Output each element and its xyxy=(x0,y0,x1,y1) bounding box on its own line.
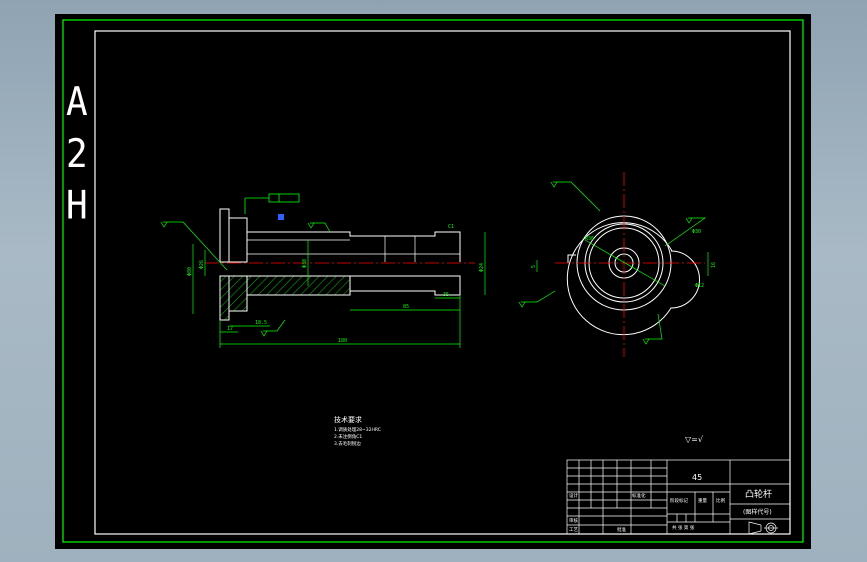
shaft-lower-outline xyxy=(349,275,461,296)
side-roughness-leader-4 xyxy=(645,313,663,340)
label-scale: 比例 xyxy=(716,497,725,504)
dim-mid-dia: Φ30 xyxy=(302,259,308,268)
technical-notes: 技术要求 1.调质处理28~32HRC 2.未注倒角C1 3.去毛刺锐边 xyxy=(334,415,381,447)
label-stage-mark: 阶段标记 xyxy=(670,497,688,504)
sheet-size-label: A 2 H xyxy=(66,79,88,228)
label-designer: 设计 xyxy=(569,492,578,499)
title-block xyxy=(566,459,791,535)
label-standardization: 标准化 xyxy=(632,492,646,499)
shaft-upper-outline xyxy=(247,231,461,262)
dim-right-dia: Φ24 xyxy=(479,263,485,272)
side-roughness-symbol-2 xyxy=(685,217,693,224)
notes-line-1: 1.调质处理28~32HRC xyxy=(334,426,381,433)
part-name: 凸轮杆 xyxy=(745,488,772,500)
cam-keyway xyxy=(567,254,576,263)
side-leader-dia xyxy=(664,217,707,247)
cam-profile xyxy=(566,222,700,336)
side-dim-bore-line xyxy=(584,239,666,287)
hub-lower-section xyxy=(228,275,248,312)
sheet-size-char-1: A xyxy=(66,79,88,125)
side-dia-bore: Φ12 xyxy=(695,283,704,289)
roughness-symbol-3 xyxy=(260,330,268,337)
side-roughness-leader-1 xyxy=(553,181,601,212)
drawing-border xyxy=(94,30,791,535)
side-dia-inner: Φ30 xyxy=(692,229,701,235)
front-dimensions: 180 85 35 18.5 17 C1 Φ80 Φ26 Φ30 Φ24 xyxy=(160,221,486,348)
title-block-frame xyxy=(566,459,791,535)
label-weight: 重量 xyxy=(698,497,707,504)
front-view xyxy=(205,193,475,321)
outer-frame xyxy=(62,19,804,543)
label-approve: 批准 xyxy=(617,526,626,533)
notes-line-2: 2.未注倒角C1 xyxy=(334,433,362,440)
dim-mid-length: 85 xyxy=(403,304,409,310)
roughness-symbol-2 xyxy=(307,222,315,229)
notes-line-3: 3.去毛刺锐边 xyxy=(334,440,361,447)
datum-marker xyxy=(278,214,284,220)
dim-flange-dia: Φ80 xyxy=(187,267,193,276)
notes-heading: 技术要求 xyxy=(334,415,362,424)
dim-flange-thickness: 18.5 xyxy=(255,320,267,326)
roughness-symbol-1 xyxy=(160,221,168,228)
flange-upper xyxy=(219,208,230,263)
side-dimensions: Φ30 Φ12 R36 16 5 xyxy=(518,181,717,345)
side-roughness-leader-3 xyxy=(521,290,556,303)
drawing-code: (图样代号) xyxy=(743,508,772,516)
label-review: 审核 xyxy=(569,517,578,524)
projection-symbol xyxy=(748,521,778,535)
roughness-leader-1 xyxy=(163,221,228,271)
tolerance-frame xyxy=(268,193,300,203)
side-radius: R36 xyxy=(585,236,594,242)
side-roughness-symbol-4 xyxy=(642,338,650,345)
dim-end-length: 35 xyxy=(443,292,449,298)
side-offset: 16 xyxy=(711,262,717,268)
label-sheets: 共 张 第 张 xyxy=(672,524,695,531)
hub-upper xyxy=(228,217,248,263)
revision-grid xyxy=(567,460,668,534)
material-value: 45 xyxy=(692,473,702,482)
roughness-callout: ▽=√ xyxy=(685,435,704,444)
side-roughness-symbol-1 xyxy=(550,181,558,188)
flange-lower-section xyxy=(219,275,230,321)
dim-left-step: 17 xyxy=(227,326,233,332)
cad-drawing: A 2 H xyxy=(62,19,804,543)
dim-overall-length: 180 xyxy=(338,338,347,344)
side-keyway: 5 xyxy=(531,265,537,268)
shaft-lower-section xyxy=(246,275,351,296)
drawing-viewport[interactable]: A 2 H xyxy=(55,14,811,549)
roughness-leader-2 xyxy=(310,222,331,233)
title-block-text: 45 凸轮杆 (图样代号) 阶段标记 重量 比例 共 张 第 张 设计 标准化 … xyxy=(569,473,772,533)
dim-shaft-dia: Φ26 xyxy=(199,260,205,269)
sheet-size-char-3: H xyxy=(66,182,88,228)
label-process: 工艺 xyxy=(569,527,578,533)
side-view xyxy=(555,172,705,357)
side-roughness-symbol-3 xyxy=(518,301,526,308)
roughness-leader-3 xyxy=(263,319,286,332)
sheet-size-char-2: 2 xyxy=(66,130,88,176)
dim-chamfer: C1 xyxy=(448,224,454,230)
